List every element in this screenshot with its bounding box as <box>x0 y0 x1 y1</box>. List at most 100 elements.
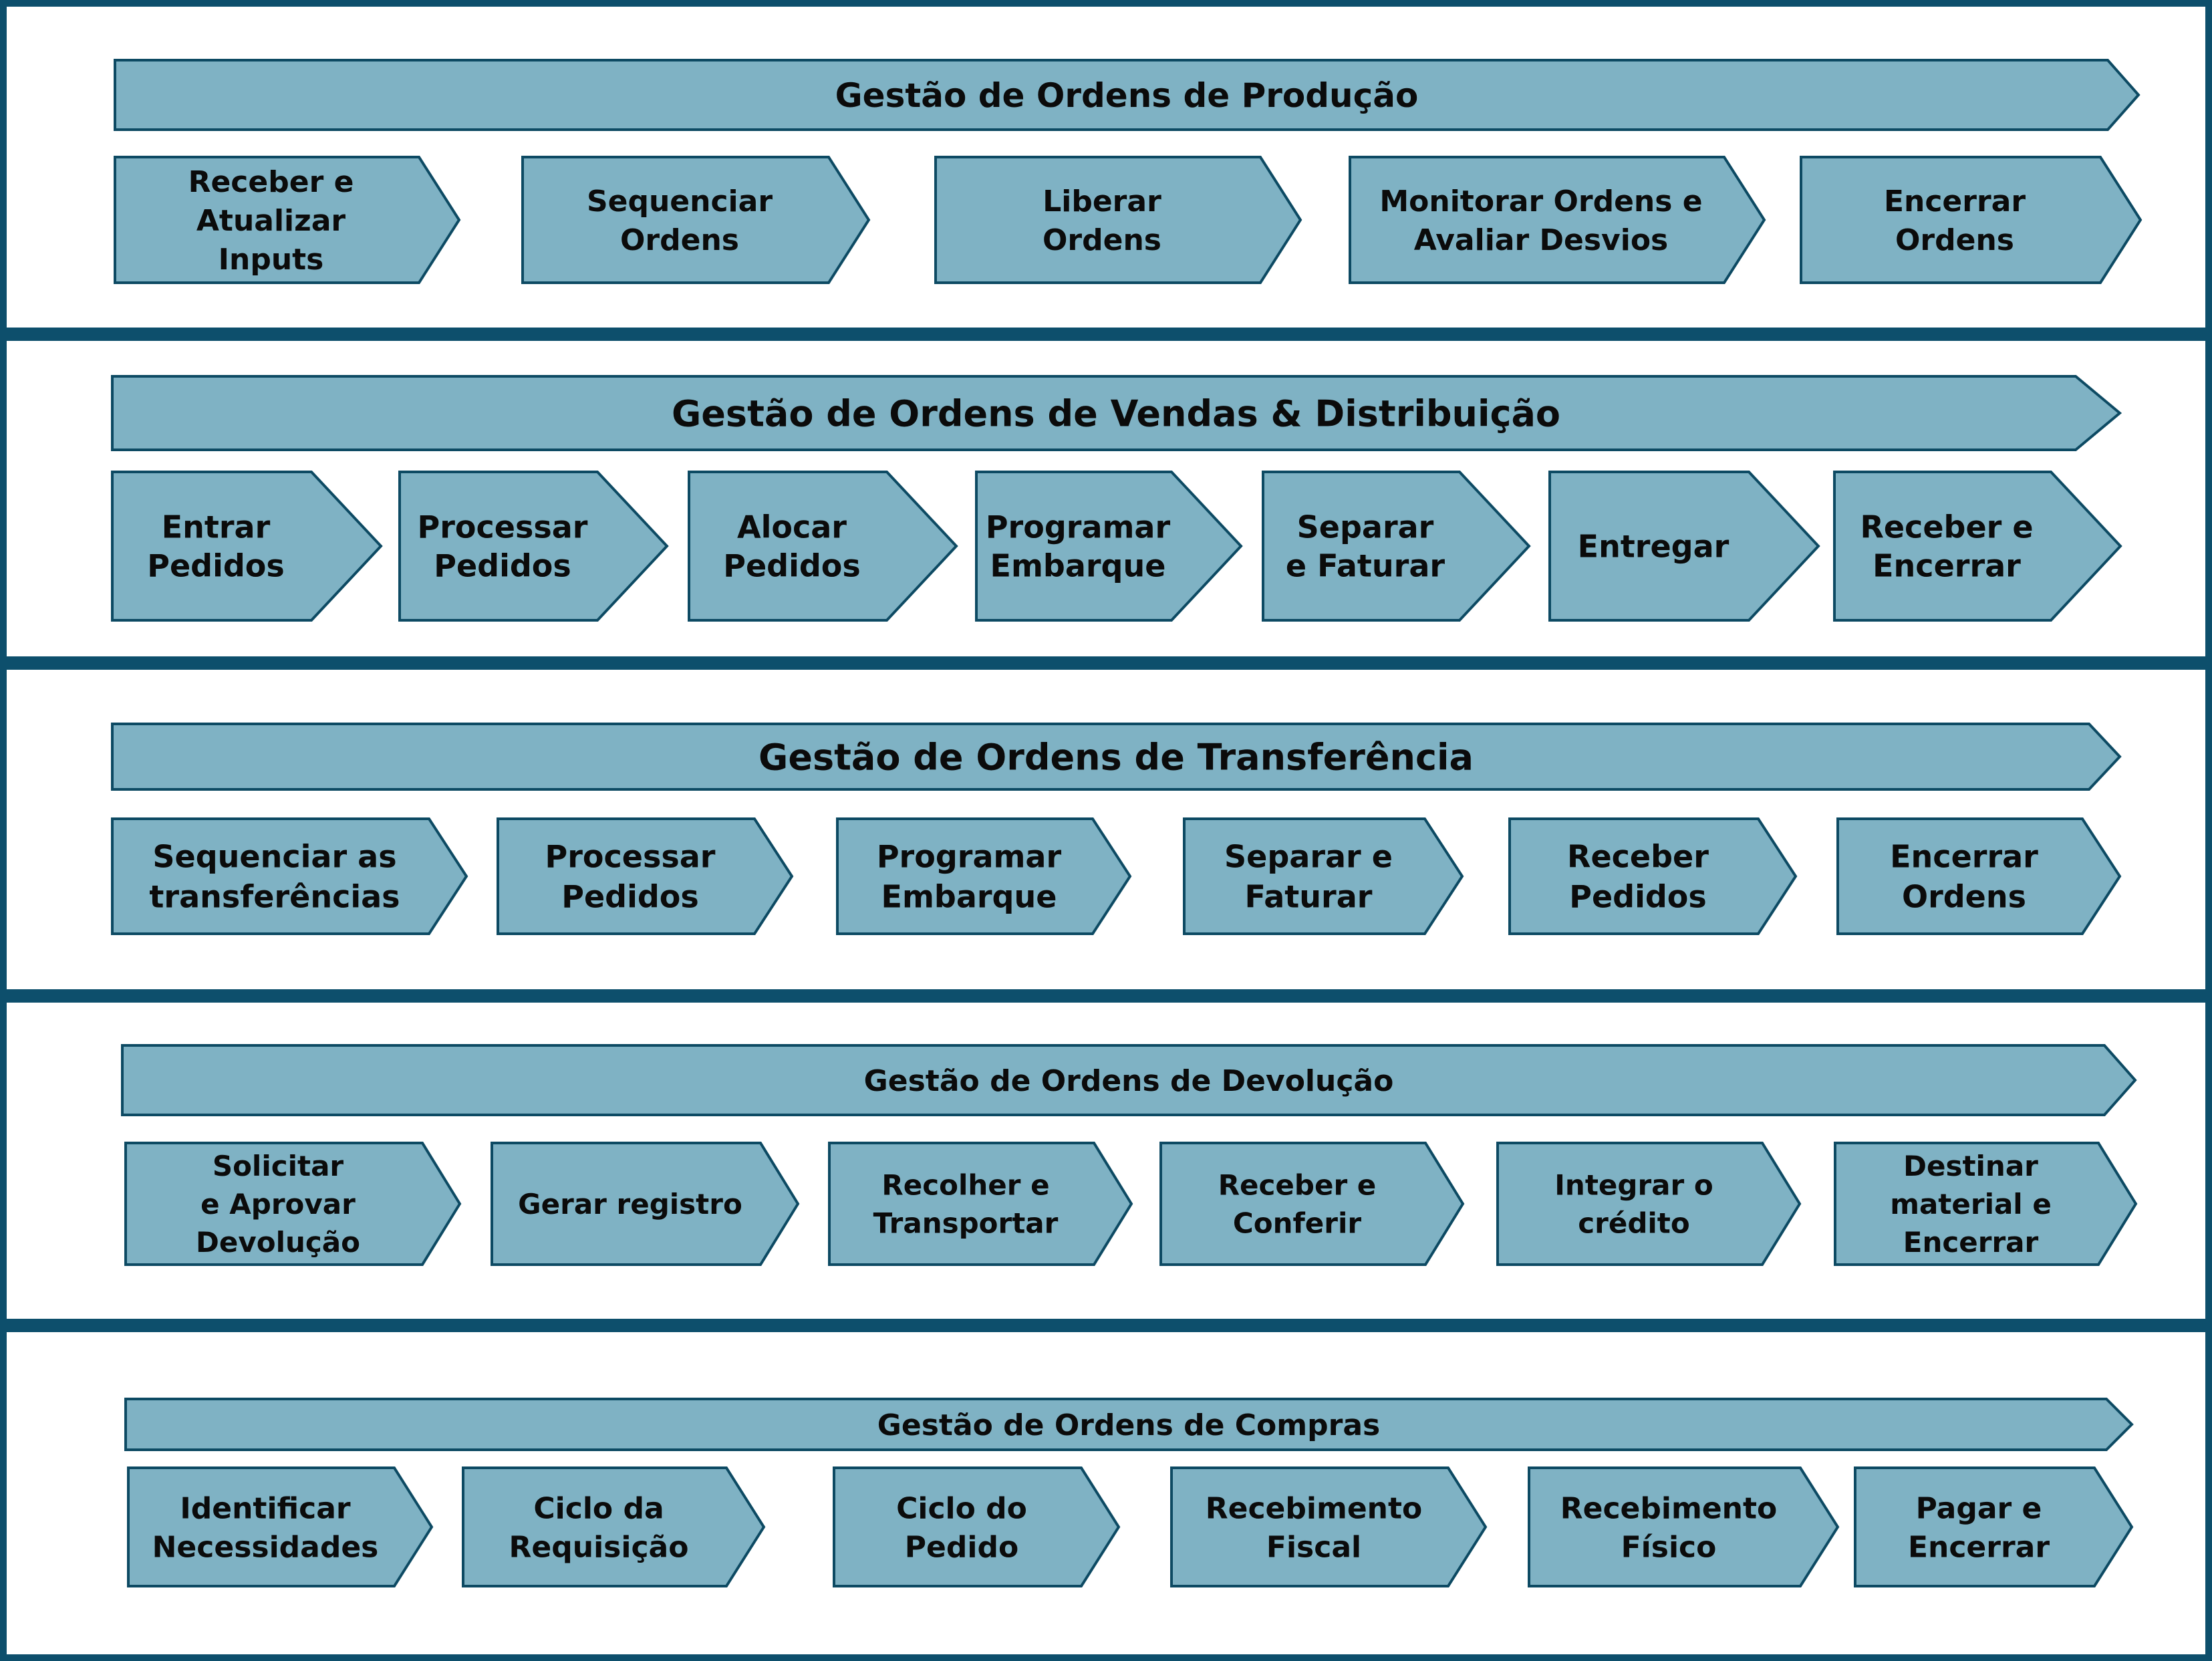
process-step-label: Gerar registro <box>518 1188 742 1221</box>
process-step-label-line: Pedidos <box>434 548 571 584</box>
section-banner <box>111 723 2122 791</box>
process-step-chevron <box>111 471 383 622</box>
process-step-label-line: Solicitar <box>213 1150 344 1182</box>
process-step-label-line: Monitorar Ordens e <box>1379 184 1702 219</box>
process-step-label-line: Devolução <box>196 1226 360 1259</box>
process-step-label-line: Pedidos <box>147 548 285 584</box>
process-step-label-line: Pagar e <box>1916 1491 2042 1525</box>
process-step-label-line: transferências <box>149 879 400 915</box>
process-step-label-line: Processar <box>545 839 716 875</box>
process-step-chevron <box>1183 817 1464 935</box>
process-step-chevron <box>398 471 669 622</box>
section-title: Gestão de Ordens de Vendas & Distribuiçã… <box>672 392 1560 434</box>
process-step-label-line: Recebimento <box>1206 1491 1423 1525</box>
process-step-label-line: crédito <box>1578 1207 1690 1240</box>
section-banner <box>121 1044 2137 1116</box>
process-step-label-line: Programar <box>986 509 1171 545</box>
section-title: Gestão de Ordens de Transferência <box>758 736 1474 778</box>
process-step-label-line: Sequenciar as <box>152 839 396 875</box>
process-step-label-line: Encerrar <box>1903 1226 2039 1259</box>
process-step-label: Pagar e Encerrar <box>1908 1491 2050 1564</box>
process-step-label-line: Encerrar <box>1884 184 2026 219</box>
process-step-chevron <box>1800 156 2142 284</box>
process-step-label-line: e Faturar <box>1286 548 1445 584</box>
process-step-label-line: Ordens <box>1902 879 2026 915</box>
process-step-chevron <box>1854 1466 2134 1587</box>
process-step-label-line: Ordens <box>620 223 739 257</box>
process-step-chevron <box>1834 1142 2138 1266</box>
process-step-label-line: Recebimento <box>1560 1491 1778 1525</box>
process-step-label-line: Encerrar <box>1890 839 2038 875</box>
process-step-label-line: Pedidos <box>723 548 861 584</box>
process-step-label-line: Encerrar <box>1908 1530 2050 1564</box>
process-step-label-line: Liberar <box>1043 184 1161 219</box>
section-frame-3 <box>0 663 2212 996</box>
process-step: Monitorar Ordens e Avaliar Desvios <box>1349 156 1766 284</box>
process-step-label-line: Embarque <box>881 879 1057 915</box>
section-frame-2 <box>0 334 2212 663</box>
process-step-label-line: Receber e <box>1218 1169 1377 1202</box>
process-step-chevron <box>1496 1142 1802 1266</box>
process-step-label-line: Pedidos <box>561 879 699 915</box>
process-step-label-line: Ordens <box>1895 223 2014 257</box>
process-step-label-line: Encerrar <box>1873 548 2021 584</box>
process-step-label: Sequenciar as transferências <box>149 839 400 915</box>
process-step-label-line: Pedidos <box>1569 879 1707 915</box>
process-step-label-line: Inputs <box>219 243 324 277</box>
process-step-chevron <box>111 817 468 935</box>
process-step-label-line: Requisição <box>509 1530 689 1564</box>
section-frame-5 <box>0 1325 2212 1661</box>
section-title: Gestão de Ordens de Produção <box>835 76 1419 115</box>
process-step-label-line: Transportar <box>873 1207 1059 1240</box>
process-step-chevron <box>127 1466 434 1587</box>
section-3: Gestão de Ordens de TransferênciaSequenc… <box>111 723 2122 935</box>
process-step-chevron <box>1159 1142 1465 1266</box>
process-step-label-line: Sequenciar <box>587 184 773 219</box>
process-step-label-line: material e <box>1890 1188 2052 1221</box>
process-step: Gerar registro <box>491 1142 800 1266</box>
process-step-label-line: Fiscal <box>1266 1530 1361 1564</box>
process-step-label-line: e Aprovar <box>200 1188 356 1221</box>
process-step-label-line: Gerar registro <box>518 1188 742 1221</box>
process-step-chevron <box>521 156 871 284</box>
process-step-label-line: Alocar <box>737 509 847 545</box>
section-banner <box>124 1398 2134 1451</box>
process-step-chevron <box>688 471 958 622</box>
process-step: Pagar e Encerrar <box>1854 1466 2134 1587</box>
process-step-label-line: Faturar <box>1245 879 1373 915</box>
process-step-chevron <box>1508 817 1798 935</box>
process-step-chevron <box>497 817 794 935</box>
process-step-label-line: Avaliar Desvios <box>1414 223 1668 257</box>
